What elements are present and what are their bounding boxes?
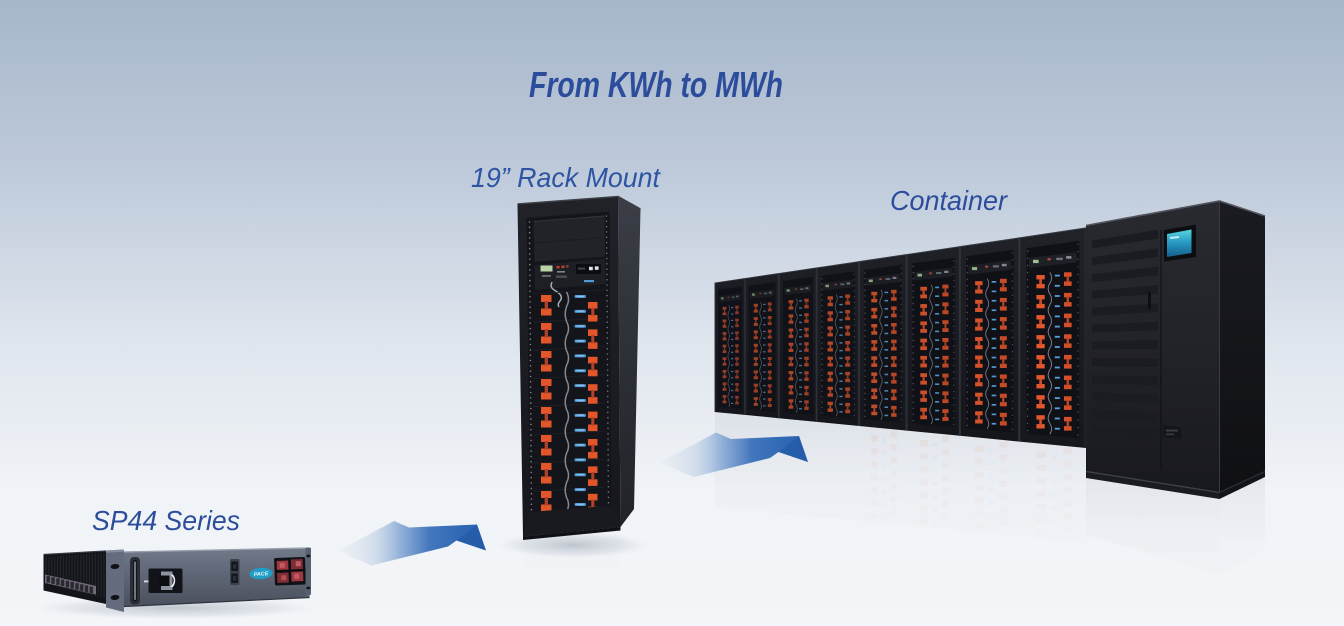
svg-text:19” Rack Mount: 19” Rack Mount [471,162,661,193]
svg-text:From KWh to MWh: From KWh to MWh [529,64,783,105]
svg-text:Container: Container [890,185,1009,216]
svg-text:SP44 Series: SP44 Series [92,505,240,536]
svg-text:PACE: PACE [254,571,269,578]
